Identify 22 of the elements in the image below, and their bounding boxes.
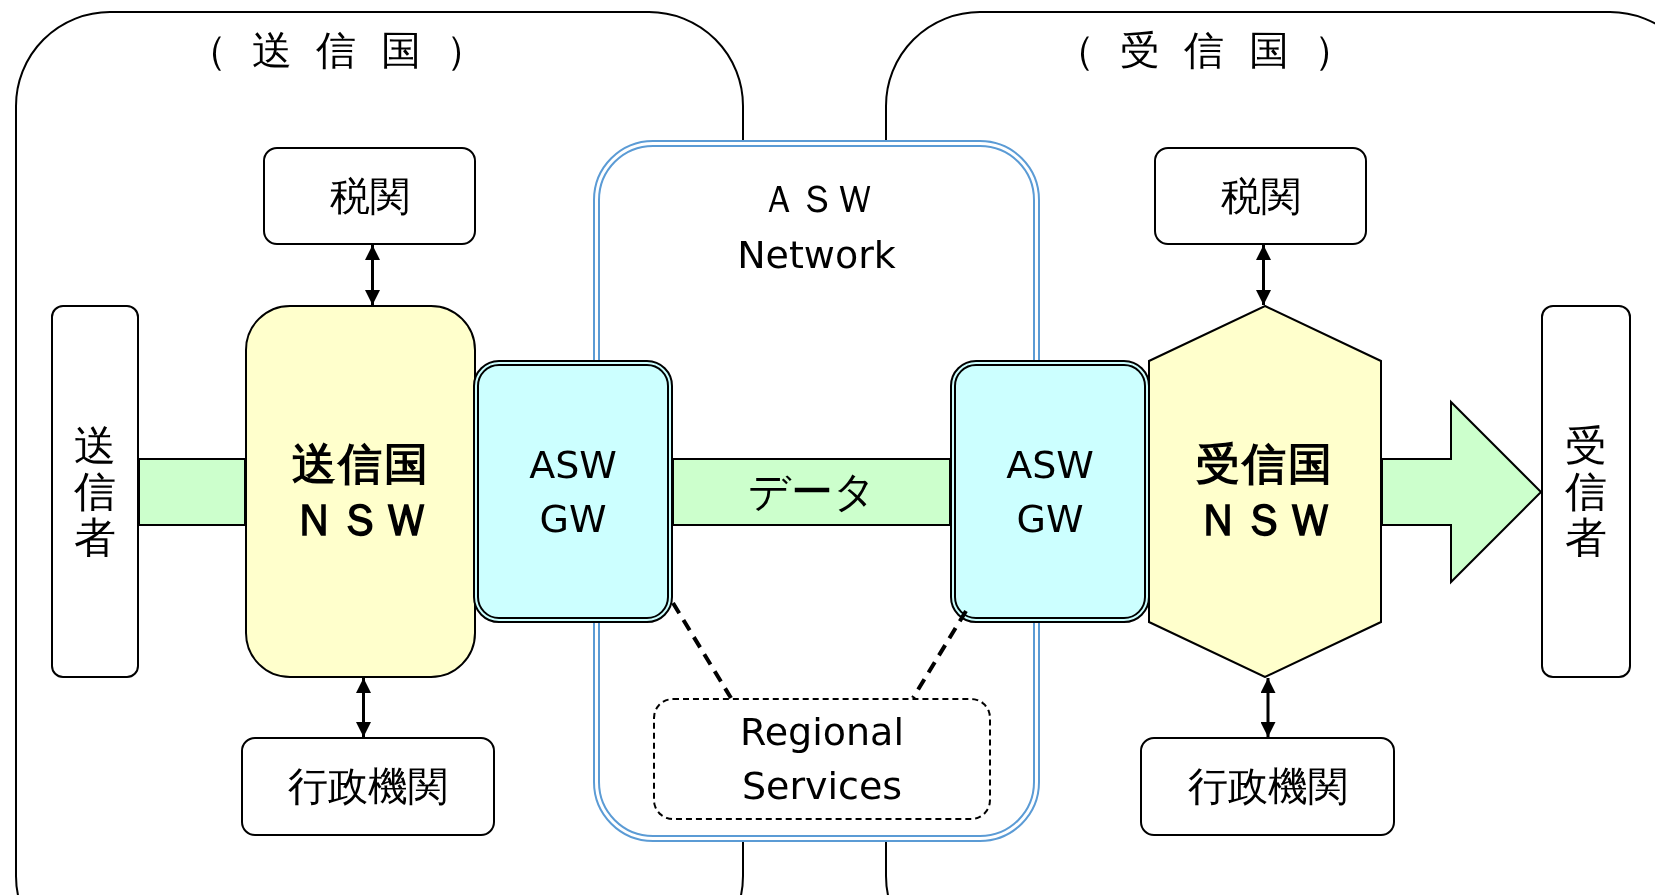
actor-box	[1541, 305, 1631, 678]
agency-box: 行政機関	[241, 737, 495, 836]
region-title: （ 受 信 国 ）	[1055, 26, 1360, 75]
agency-box: 税関	[263, 147, 476, 245]
region-title: （ 送 信 国 ）	[187, 26, 492, 75]
actor-label: 送信者	[73, 422, 117, 561]
agency-box: 税関	[1154, 147, 1367, 245]
arrow	[356, 678, 371, 737]
service-box: Regional Services	[653, 698, 991, 820]
dashed-link	[671, 601, 733, 700]
arrow	[1256, 245, 1271, 305]
arrow	[1260, 678, 1276, 737]
actor-label: 受信者	[1564, 422, 1608, 561]
arrow	[365, 245, 380, 305]
nsw-hexagon: 受信国ＮＳＷ	[1148, 305, 1382, 678]
dashed-link	[911, 609, 968, 700]
data-band	[138, 458, 246, 526]
nsw-box: 送信国ＮＳＷ	[245, 305, 476, 678]
agency-box: 行政機関	[1140, 737, 1395, 836]
network-title: ＡＳＷ Network	[736, 176, 897, 279]
actor-box	[51, 305, 139, 678]
flow-arrow	[1381, 399, 1543, 585]
